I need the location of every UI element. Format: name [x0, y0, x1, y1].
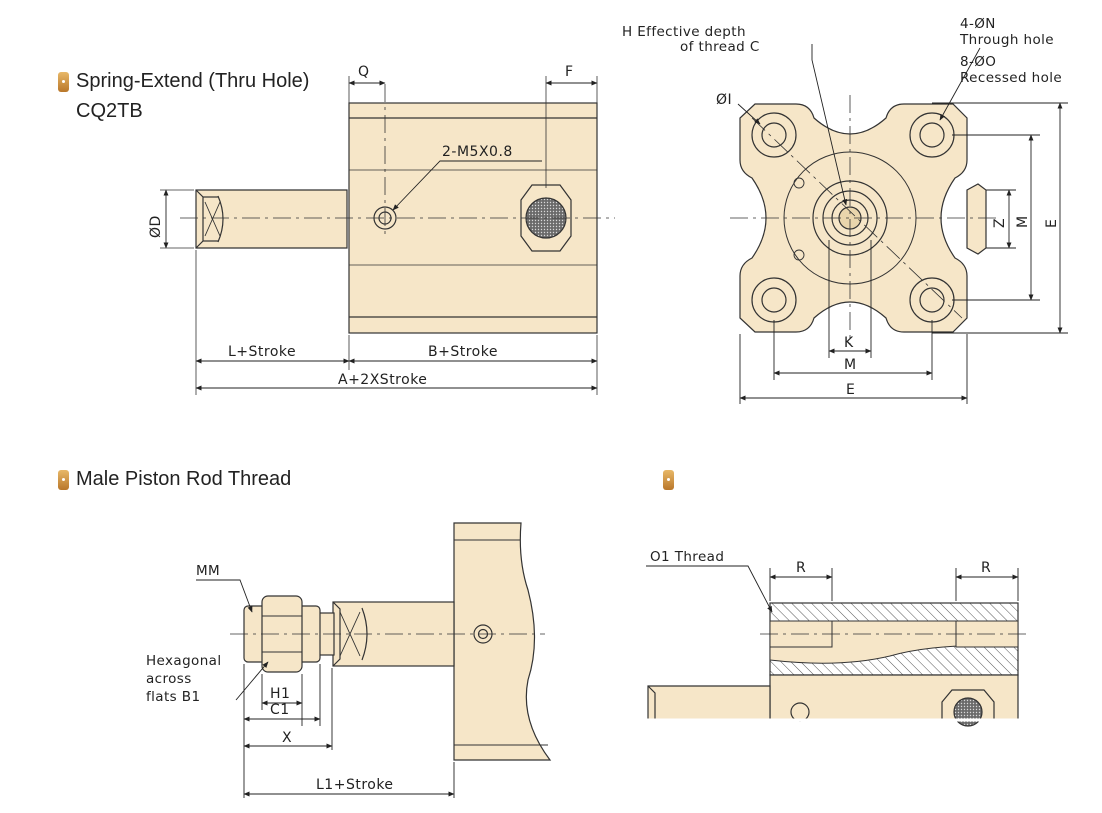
dim-m-vertical: M	[1015, 215, 1031, 228]
dim-d: ØD	[148, 215, 164, 238]
dim-z: Z	[992, 218, 1008, 228]
dim-a-stroke: A+2XStroke	[338, 372, 427, 388]
dim-r-right: R	[981, 560, 991, 576]
dim-r-left: R	[796, 560, 806, 576]
callout-n-line2: Through hole	[959, 32, 1054, 48]
dim-k: K	[844, 335, 854, 351]
side-view	[160, 76, 615, 395]
end-view-dimensions	[737, 44, 1068, 404]
section-dimensions	[646, 565, 1019, 613]
dim-x: X	[282, 730, 292, 746]
side-port	[966, 183, 987, 255]
dim-e-horizontal: E	[846, 382, 855, 398]
callout-o1-thread: O1 Thread	[650, 549, 724, 565]
section-title-spring-extend: Spring-Extend (Thru Hole)	[76, 70, 310, 92]
callout-h-depth-line2: of thread C	[680, 39, 760, 55]
cylinder-section	[453, 522, 552, 761]
dim-h1: H1	[270, 686, 290, 702]
callout-n-line1: 4-ØN	[960, 16, 996, 32]
dim-q: Q	[358, 64, 370, 80]
dim-l-stroke: L+Stroke	[228, 344, 296, 360]
section-view	[640, 602, 1030, 727]
callout-o-line2: Recessed hole	[960, 70, 1062, 86]
callout-o-line1: 8-ØO	[960, 54, 996, 70]
male-rod-view	[230, 522, 552, 761]
end-view-centerlines	[730, 95, 1000, 345]
callout-mm: MM	[196, 563, 220, 579]
piston-rod	[195, 189, 348, 249]
dim-m-horizontal: M	[844, 357, 857, 373]
section-title-male-rod: Male Piston Rod Thread	[76, 468, 292, 490]
section-bullet-icon	[58, 470, 69, 490]
section-model-code: CQ2TB	[76, 100, 143, 122]
dim-f: F	[565, 64, 574, 80]
male-rod-dimensions	[196, 579, 455, 798]
port-callout: 2-M5X0.8	[442, 144, 513, 160]
dim-b-stroke: B+Stroke	[428, 344, 498, 360]
callout-hex-line2: across	[146, 671, 192, 687]
section-bullet-icon	[663, 470, 674, 490]
dim-c1: C1	[270, 702, 290, 718]
side-view-dimensions	[163, 80, 598, 391]
callout-hex-line1: Hexagonal	[146, 653, 222, 669]
callout-i: ØI	[716, 92, 732, 108]
dim-l1-stroke: L1+Stroke	[316, 777, 394, 793]
section-bullet-icon	[58, 72, 69, 92]
dim-e-vertical: E	[1044, 219, 1060, 228]
callout-h-depth-line1: H Effective depth	[622, 24, 746, 40]
callout-hex-line3: flats B1	[146, 689, 200, 705]
